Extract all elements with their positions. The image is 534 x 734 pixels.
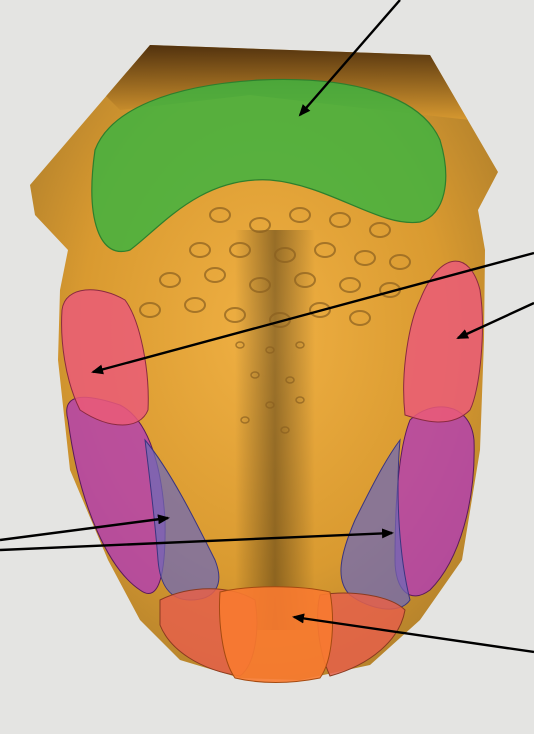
central-groove [235,230,315,630]
zone-tip [220,587,333,683]
